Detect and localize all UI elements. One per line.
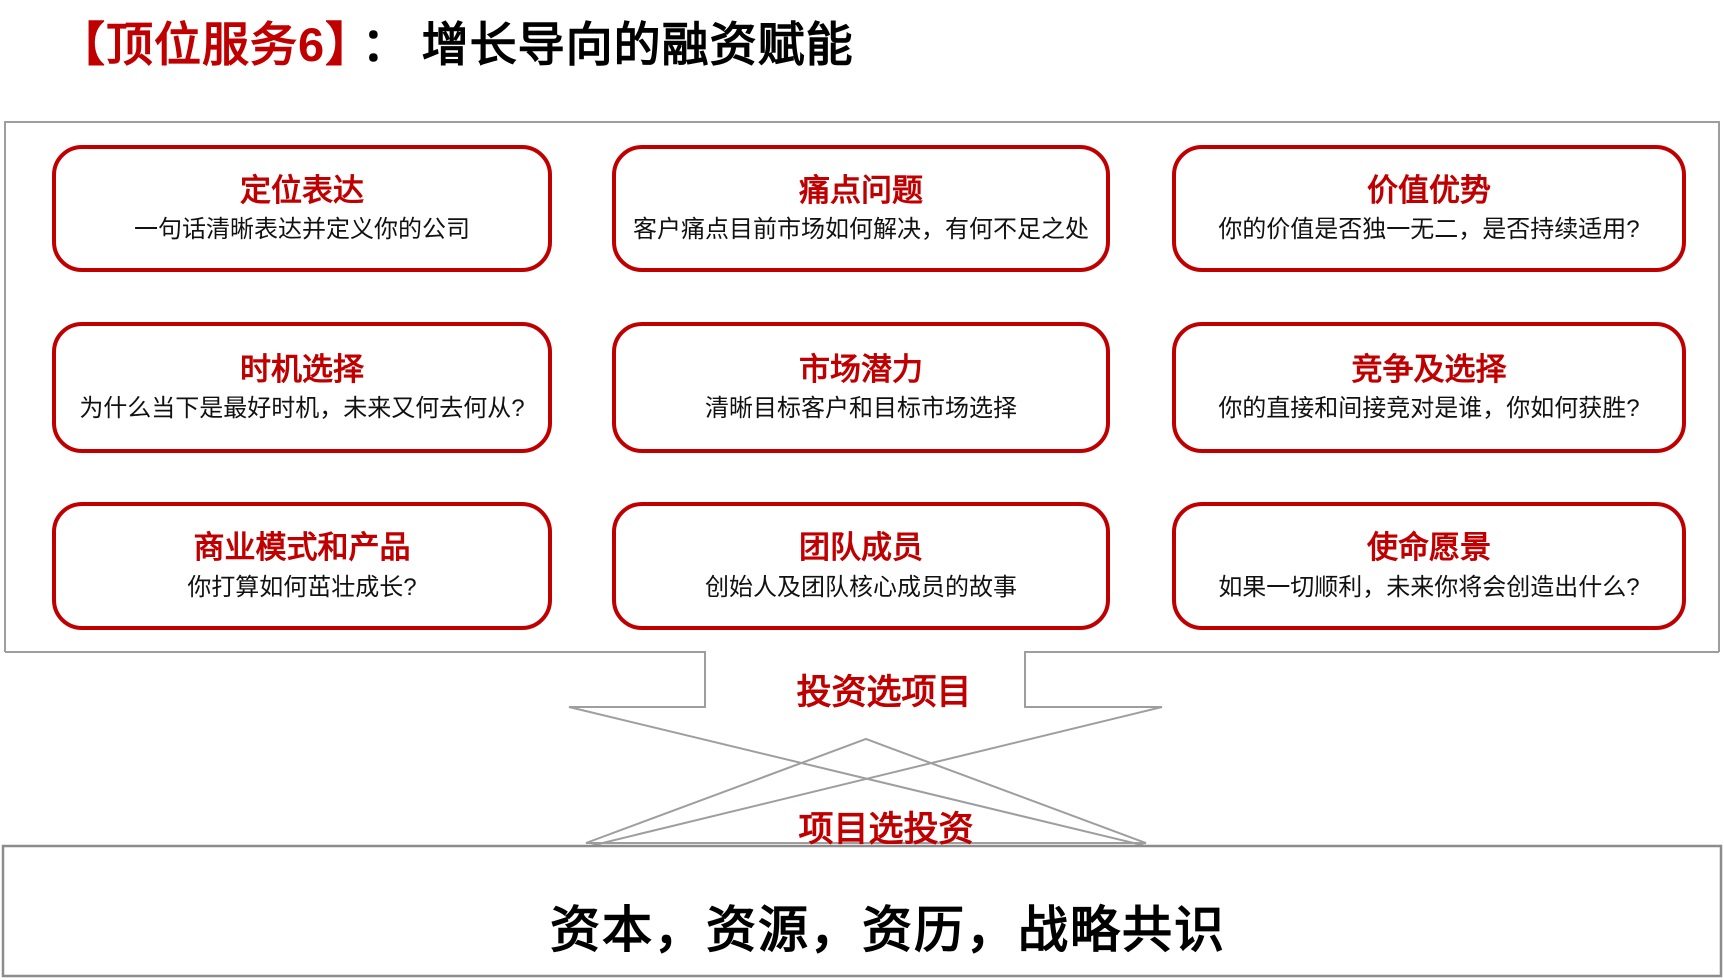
card-title: 使命愿景 [1367, 530, 1491, 566]
card-subtitle: 创始人及团队核心成员的故事 [705, 573, 1017, 601]
card-title: 价值优势 [1367, 172, 1491, 208]
card-subtitle: 为什么当下是最好时机，未来又何去何从? [79, 395, 525, 423]
left-step-connector [5, 651, 1147, 847]
bottom-flow-label: 项目选投资 [798, 810, 974, 849]
card-competition: 竞争及选择 你的直接和间接竞对是谁，你如何获胜? [1172, 322, 1686, 453]
card-market-potential: 市场潜力 清晰目标客户和目标市场选择 [612, 322, 1110, 453]
card-title: 竞争及选择 [1351, 351, 1507, 387]
card-team: 团队成员 创始人及团队核心成员的故事 [612, 502, 1110, 630]
card-title: 商业模式和产品 [193, 530, 411, 566]
card-subtitle: 你的直接和间接竞对是谁，你如何获胜? [1218, 395, 1640, 423]
card-title: 定位表达 [240, 172, 364, 208]
cards-panel-border [4, 121, 1720, 652]
card-subtitle: 如果一切顺利，未来你将会创造出什么? [1218, 573, 1640, 601]
card-value-advantage: 价值优势 你的价值是否独一无二，是否持续适用? [1172, 145, 1686, 272]
card-subtitle: 你的价值是否独一无二，是否持续适用? [1218, 216, 1640, 244]
card-business-model: 商业模式和产品 你打算如何茁壮成长? [52, 502, 552, 630]
page-title-separator: ： [361, 18, 410, 71]
card-pain-point: 痛点问题 客户痛点目前市场如何解决，有何不足之处 [612, 145, 1110, 272]
card-subtitle: 你打算如何茁壮成长? [187, 573, 417, 601]
top-flow-label: 投资选项目 [796, 673, 972, 712]
card-subtitle: 一句话清晰表达并定义你的公司 [134, 216, 470, 244]
card-title: 团队成员 [799, 530, 923, 566]
card-positioning: 定位表达 一句话清晰表达并定义你的公司 [52, 145, 552, 272]
card-title: 时机选择 [240, 351, 364, 387]
card-subtitle: 清晰目标客户和目标市场选择 [705, 395, 1017, 423]
page-title-text: 增长导向的融资赋能 [421, 18, 854, 71]
footer-text: 资本，资源，资历，战略共识 [550, 902, 1226, 958]
card-title: 市场潜力 [799, 351, 923, 387]
card-mission-vision: 使命愿景 如果一切顺利，未来你将会创造出什么? [1172, 502, 1686, 630]
card-timing: 时机选择 为什么当下是最好时机，未来又何去何从? [52, 322, 552, 453]
page-title: 【顶位服务6】：增长导向的融资赋能 [58, 6, 854, 75]
funnel-triangle [585, 737, 1147, 844]
footer-bar-border [1, 844, 1723, 978]
card-subtitle: 客户痛点目前市场如何解决，有何不足之处 [633, 216, 1089, 244]
card-title: 痛点问题 [799, 172, 923, 208]
page-title-highlight: 【顶位服务6】 [58, 18, 350, 71]
right-step-connector [585, 651, 1719, 848]
